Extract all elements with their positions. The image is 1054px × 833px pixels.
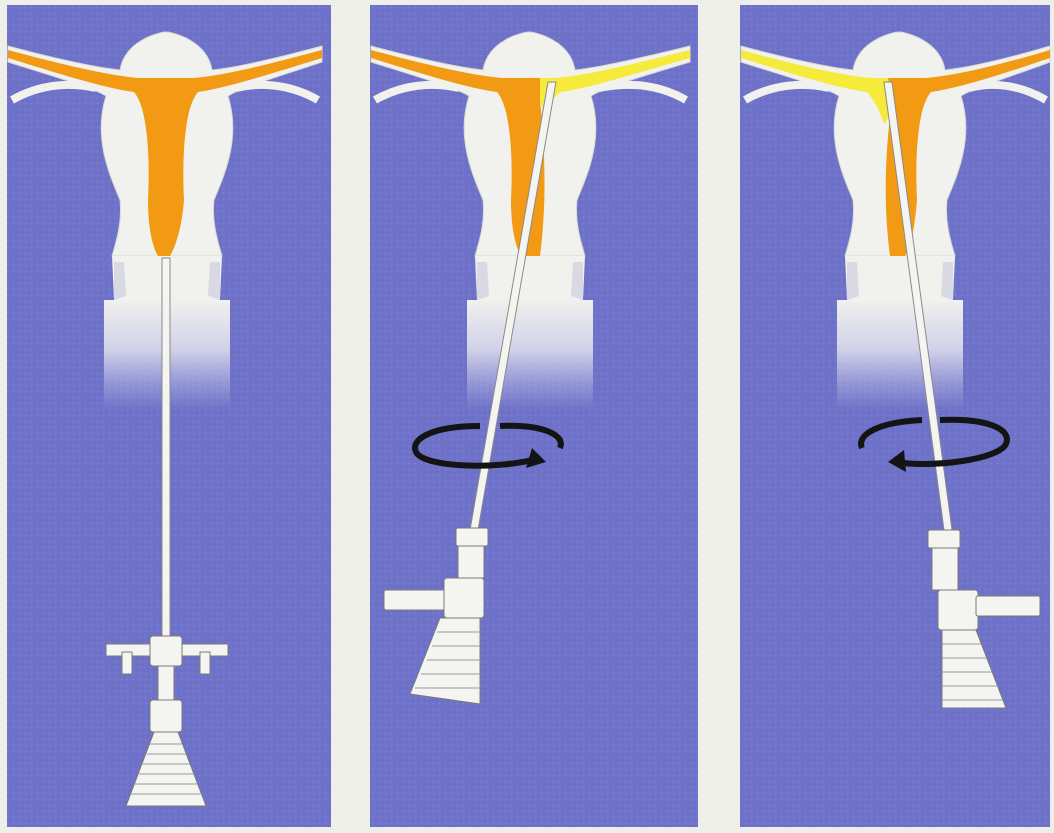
scope-body <box>938 590 978 630</box>
scope-collar <box>928 530 960 548</box>
scope-body <box>150 700 182 732</box>
panel-2 <box>370 5 698 827</box>
panel-1 <box>7 5 331 827</box>
scope-sheath <box>162 258 170 648</box>
light-post <box>976 596 1040 616</box>
scope-neck <box>458 546 484 578</box>
cervix <box>845 256 955 300</box>
vaginal-canal <box>467 300 593 410</box>
scope-neck <box>932 548 958 590</box>
left-fornix <box>847 262 859 300</box>
right-fornix <box>941 262 953 300</box>
scope-stopcock-right <box>200 652 210 674</box>
left-fornix <box>477 262 489 300</box>
right-fornix <box>208 262 220 300</box>
scope-collar <box>456 528 488 546</box>
scope-hub <box>150 636 182 666</box>
left-fornix <box>114 262 126 300</box>
cervix <box>475 256 585 300</box>
panel-3 <box>740 5 1050 827</box>
scope-body <box>444 578 484 618</box>
scope-stopcock-left <box>122 652 132 674</box>
right-fornix <box>571 262 583 300</box>
scope-neck <box>158 666 174 700</box>
vaginal-canal <box>837 300 963 410</box>
